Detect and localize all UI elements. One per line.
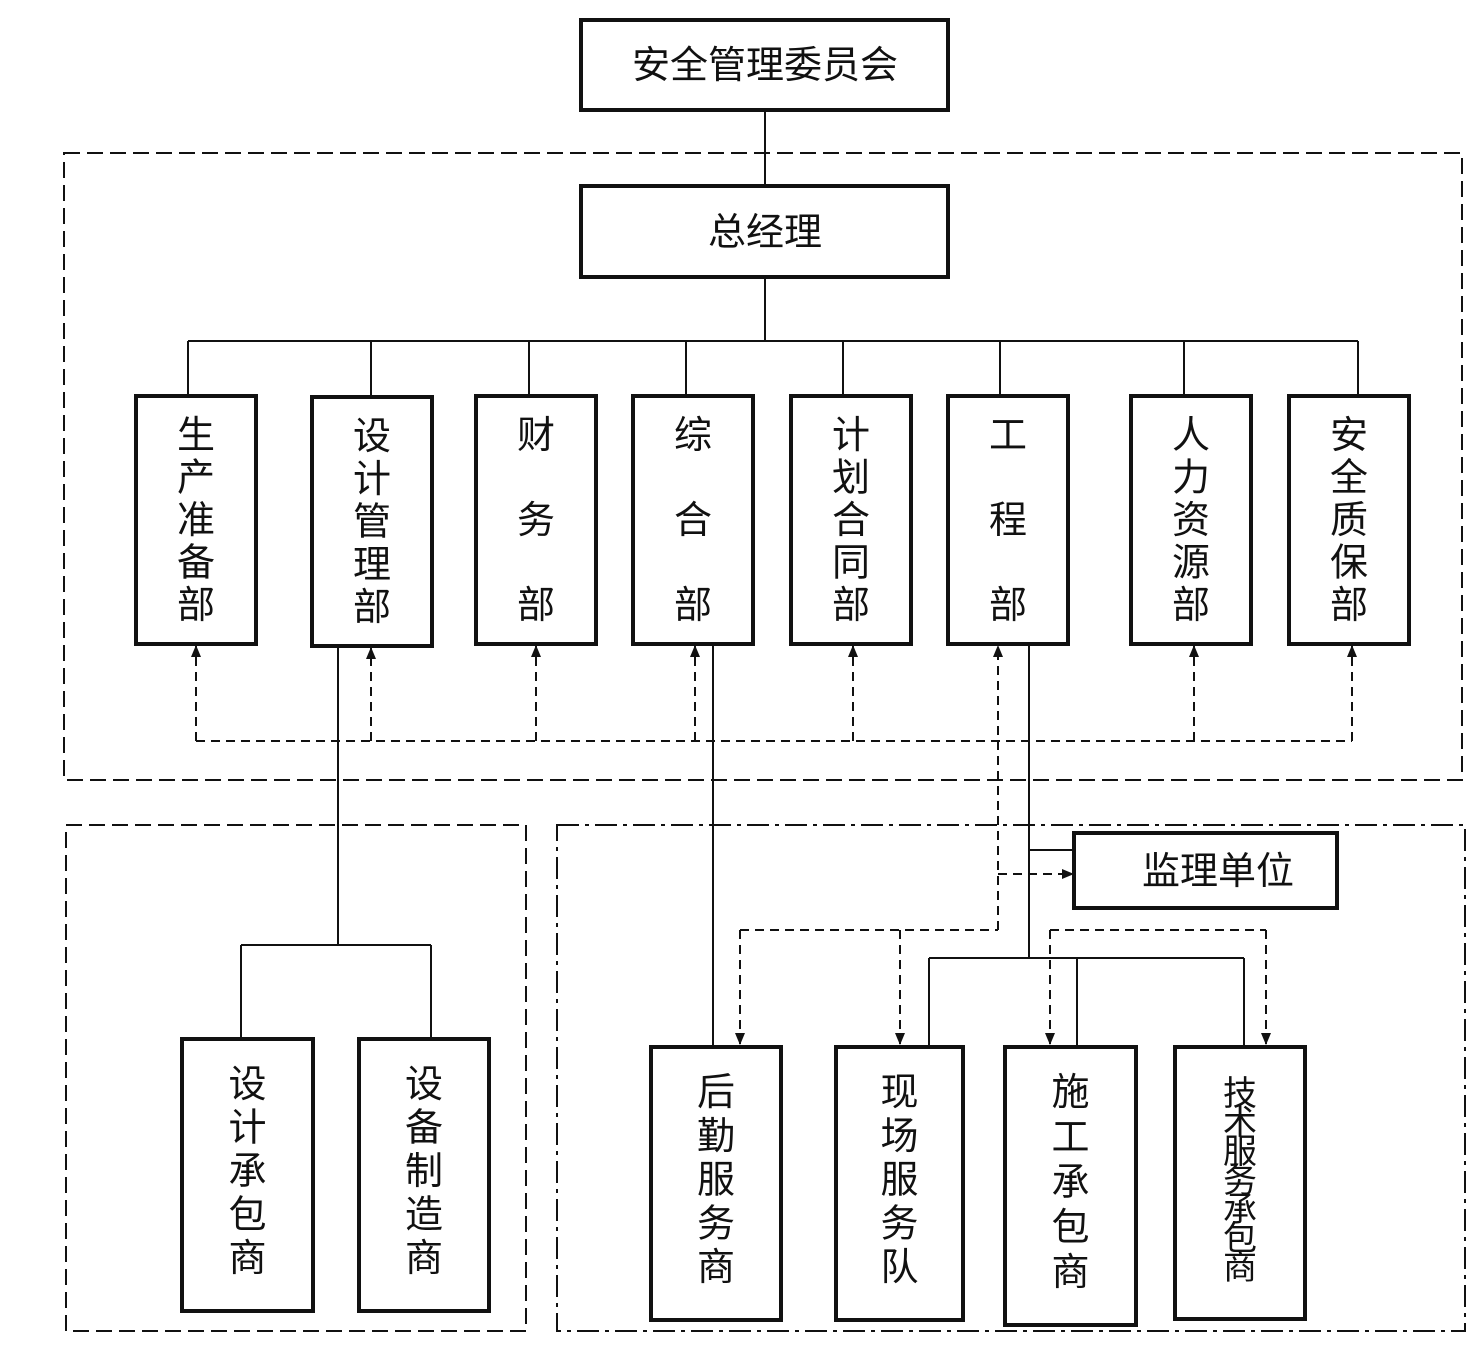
general-manager-label: 总经理: [708, 210, 822, 254]
general-manager-node: 总经理: [579, 184, 950, 279]
contractor-label: 设计承包商: [228, 1062, 266, 1280]
site-unit-logistics: 后勤服务商: [649, 1045, 783, 1322]
hierarchy-lines: [187, 110, 1359, 1046]
dept-label: 生产准备部: [177, 413, 215, 627]
dept-plan-contract: 计划合同部: [789, 394, 913, 646]
dept-general: 综合部: [631, 394, 755, 646]
site-unit-label: 技术服务承包商: [1223, 1074, 1257, 1288]
company-region-border: [63, 152, 1463, 781]
dept-label: 财务部: [517, 413, 555, 627]
dept-label: 设计管理部: [353, 414, 391, 629]
dept-finance: 财务部: [474, 394, 598, 646]
dept-label: 人力资源部: [1172, 413, 1210, 627]
dept-prod-prep: 生产准备部: [134, 394, 258, 646]
supervision-node: 监理单位: [1072, 831, 1339, 910]
dept-label: 计划合同部: [832, 413, 870, 627]
contractor-label: 设备制造商: [405, 1062, 443, 1280]
committee-node: 安全管理委员会: [579, 18, 950, 112]
dept-label: 工程部: [989, 413, 1027, 627]
site-unit-construction: 施工承包商: [1003, 1045, 1138, 1327]
site-unit-label: 施工承包商: [1051, 1070, 1089, 1294]
contractor-equipment-maker: 设备制造商: [357, 1037, 491, 1313]
dept-label: 综合部: [674, 413, 712, 627]
supervision-label: 监理单位: [1142, 849, 1294, 893]
site-unit-tech-service: 技术服务承包商: [1173, 1045, 1307, 1321]
site-unit-label: 现场服务队: [880, 1070, 918, 1289]
contractor-design-contractor: 设计承包商: [180, 1037, 315, 1313]
site-region-border: [556, 824, 1466, 1332]
committee-label: 安全管理委员会: [632, 43, 898, 87]
dept-engineering: 工程部: [946, 394, 1070, 646]
dept-label: 安全质保部: [1330, 413, 1368, 627]
site-unit-site-service: 现场服务队: [834, 1045, 965, 1322]
dept-hr: 人力资源部: [1129, 394, 1253, 646]
site-unit-label: 后勤服务商: [697, 1070, 735, 1289]
dept-safety-quality: 安全质保部: [1287, 394, 1411, 646]
coordination-lines: [191, 645, 1357, 1045]
design-supply-region-border: [65, 824, 527, 1332]
dept-design-mgmt: 设计管理部: [310, 395, 434, 648]
